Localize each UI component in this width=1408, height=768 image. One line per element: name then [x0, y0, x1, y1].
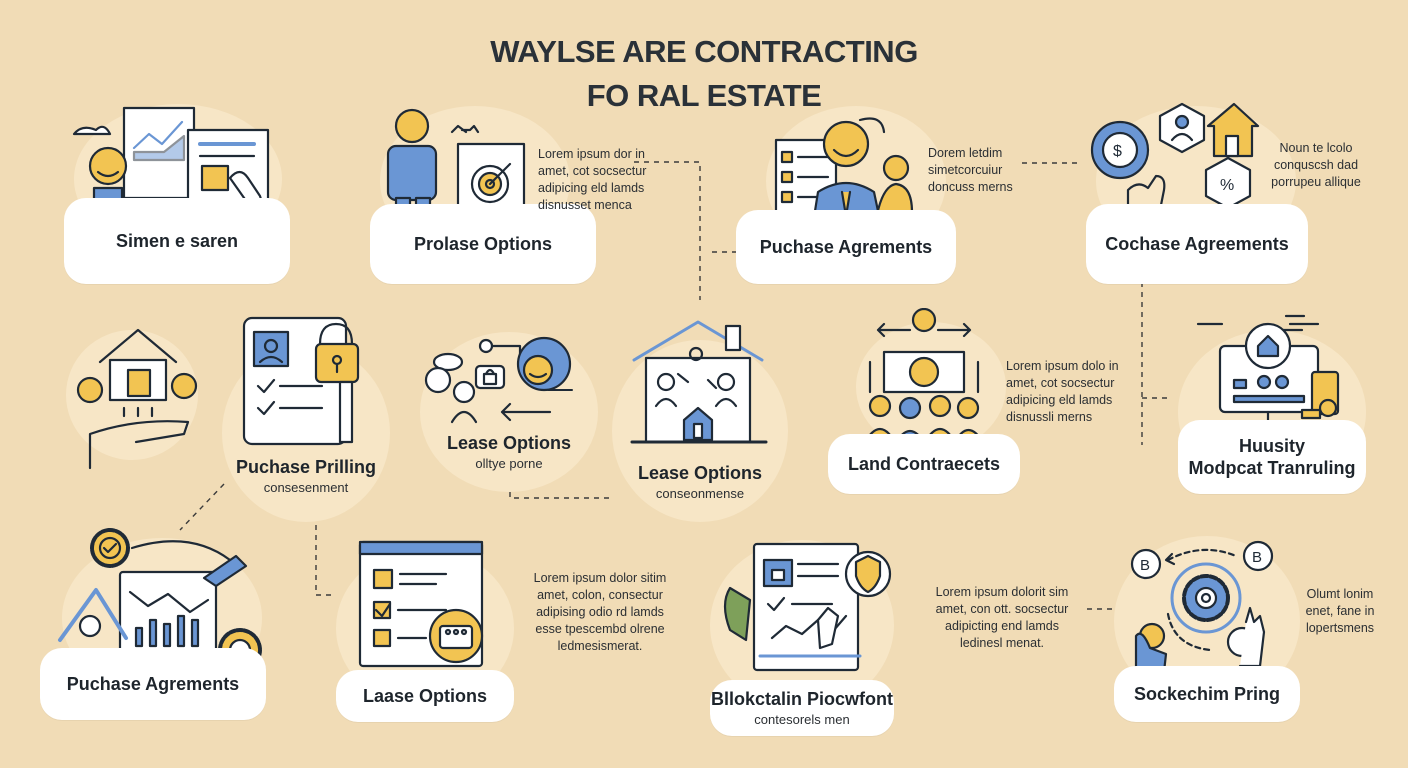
card-label-panel: Lease Options conseonmense — [616, 456, 784, 508]
note-line: conquscsh dad — [1273, 158, 1359, 172]
note-text: Lorem ipsum dolo in amet, cot socsectur … — [1006, 358, 1119, 426]
card-label-line-2: Modpcat Tranruling — [1188, 458, 1356, 478]
note-text: Lorem ipsum dor in amet, cot socsectur a… — [538, 146, 646, 214]
card-label-panel: Laase Options — [336, 670, 514, 722]
note-line: simetcorcuiur — [928, 163, 1003, 177]
card-label-panel: Lease Options olltye porne — [424, 426, 594, 478]
card-label-panel: Puchase Agrements — [736, 210, 956, 284]
card-label: Prolase Options — [413, 234, 553, 254]
card-sublabel: contesorels men — [754, 712, 850, 727]
note-line: lopertsmens — [1305, 621, 1375, 635]
crypto-cycle-icon: B B — [1130, 540, 1274, 674]
note-line: adipicing eld lamds — [1006, 393, 1113, 407]
people-chat-exchange-icon — [424, 336, 573, 424]
checklist-form-icon — [358, 540, 484, 668]
card-huusity[interactable]: Huusity Modpcat Tranruling — [1178, 310, 1366, 494]
card-prolase-options[interactable]: Prolase Options — [370, 104, 596, 284]
card-sublabel: conseonmense — [655, 486, 745, 501]
svg-text:%: % — [1220, 177, 1234, 194]
card-label: Simen e saren — [115, 231, 239, 251]
house-handshake-hexagon-icon: $ % — [1090, 102, 1260, 222]
card-label: Huusity — [1238, 436, 1305, 456]
note-text: Dorem letdim simetcorcuiur doncuss merns — [928, 145, 1013, 196]
note-line: adipicting end lamds — [945, 619, 1059, 633]
standalone-icon-group — [66, 322, 206, 472]
note-line: Dorem letdim — [928, 146, 1003, 160]
note-line: esse tpescembd olrene — [535, 622, 665, 636]
card-puchase-prilling[interactable]: Puchase Prilling consesenment — [222, 316, 390, 522]
card-label-panel: Land Contraecets — [828, 434, 1020, 494]
card-puchase-agrements-top[interactable]: Puchase Agrements — [736, 100, 956, 284]
card-label: Bllokctalin Piocwfont — [710, 689, 893, 709]
card-laase-options[interactable]: Laase Options — [336, 540, 514, 722]
note-text: Noun te lcolo conquscsh dad porrupeu all… — [1258, 140, 1374, 191]
note-line: Lorem ipsum dolo in — [1006, 359, 1119, 373]
locked-document-icon — [242, 316, 360, 446]
card-label: Puchase Agrements — [759, 237, 933, 257]
note-line: amet, cot socsectur — [538, 164, 647, 178]
card-sockechim-pring[interactable]: B B Sockechim Pring — [1114, 536, 1300, 722]
house-with-people-icon — [630, 320, 768, 444]
card-label: Laase Options — [362, 686, 488, 706]
card-label-panel: Sockechim Pring — [1114, 666, 1300, 722]
note-line: amet, con ott. socsectur — [935, 602, 1069, 616]
contract-shield-icon — [723, 542, 892, 672]
note-line: adipicing eld lamds — [538, 181, 645, 195]
title-line-2: FO RAL ESTATE — [586, 78, 822, 113]
svg-text:$: $ — [1113, 143, 1122, 160]
svg-text:B: B — [1252, 549, 1262, 566]
card-label-panel: Cochase Agreements — [1086, 204, 1308, 284]
hand-holding-house-icon — [76, 328, 198, 470]
card-presenter[interactable]: Simen e saren — [64, 100, 290, 284]
card-lease-options-chat[interactable]: Lease Options olltye porne — [420, 326, 598, 492]
note-text: Lorem ipsum dolorit sim amet, con ott. s… — [922, 584, 1082, 652]
card-label: Puchase Prilling — [235, 457, 377, 477]
card-puchase-agrements-bottom[interactable]: Puchase Agrements — [40, 520, 266, 720]
note-line: Lorem ipsum dor in — [538, 147, 645, 161]
note-text: Lorem ipsum dolor sitim amet, colon, con… — [520, 570, 680, 655]
note-line: porrupeu allique — [1271, 175, 1361, 189]
card-label-panel: Puchase Prilling consesenment — [228, 440, 384, 512]
note-line: amet, cot socsectur — [1006, 376, 1115, 390]
note-text: Olumt lonim enet, fane in lopertsmens — [1296, 586, 1384, 637]
card-label: Lease Options — [446, 433, 572, 453]
note-line: ledinesl menat. — [959, 636, 1045, 650]
card-label-panel: Prolase Options — [370, 204, 596, 284]
card-lease-options-house[interactable]: Lease Options conseonmense — [612, 316, 788, 522]
card-label-panel: Puchase Agrements — [40, 648, 266, 720]
card-bllokctalin[interactable]: Bllokctalin Piocwfont contesorels men — [710, 540, 894, 736]
card-label-panel: Bllokctalin Piocwfont contesorels men — [710, 680, 894, 736]
page-title: WAYLSE ARE CONTRACTING FO RAL ESTATE — [0, 30, 1408, 118]
computer-home-network-icon — [1196, 314, 1340, 426]
card-sublabel: olltye porne — [475, 456, 543, 471]
note-line: ledmesismerat. — [557, 639, 643, 653]
card-sublabel: consesenment — [263, 480, 349, 495]
card-label: Puchase Agrements — [66, 674, 240, 694]
note-line: enet, fane in — [1305, 604, 1375, 618]
note-line: Olumt lonim — [1306, 587, 1374, 601]
title-line-1: WAYLSE ARE CONTRACTING — [490, 34, 918, 69]
people-with-money-icon — [862, 308, 986, 448]
note-line: adipising odio rd lamds — [536, 605, 664, 619]
card-label-panel: Simen e saren — [64, 198, 290, 284]
svg-text:B: B — [1140, 557, 1150, 574]
note-line: Noun te lcolo — [1279, 141, 1353, 155]
note-line: Lorem ipsum dolorit sim — [935, 585, 1069, 599]
card-label: Cochase Agreements — [1105, 234, 1289, 254]
note-line: disnussli merns — [1006, 410, 1093, 424]
note-line: amet, colon, consectur — [537, 588, 663, 602]
note-line: Lorem ipsum dolor sitim — [533, 571, 667, 585]
card-label: Land Contraecets — [847, 454, 1001, 474]
card-label: Sockechim Pring — [1133, 684, 1281, 704]
note-line: doncuss merns — [928, 180, 1013, 194]
note-line: disnusset menca — [538, 198, 632, 212]
card-land-contracts[interactable]: Land Contraecets — [828, 308, 1020, 494]
card-label-panel: Huusity Modpcat Tranruling — [1178, 420, 1366, 494]
card-cochase-agreements[interactable]: $ % Cochase Agreements — [1086, 100, 1308, 284]
card-label: Lease Options — [637, 463, 763, 483]
